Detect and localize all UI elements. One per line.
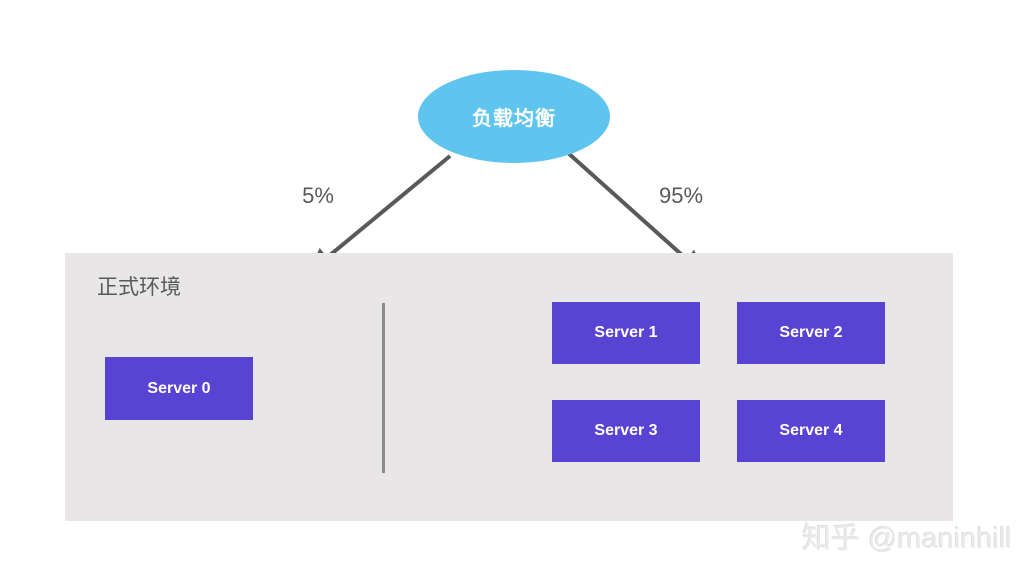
environment-title: 正式环境 [97, 276, 181, 299]
edge-label-95-percent: 95% [658, 183, 704, 208]
server-2-label: Server 2 [779, 324, 843, 341]
server-2-node: Server 2 [737, 302, 885, 364]
server-0-label: Server 0 [147, 379, 211, 397]
server-4-label: Server 4 [779, 422, 843, 439]
server-3-label: Server 3 [594, 422, 658, 439]
production-environment-container: 正式环境 Server 0 Server 1 Server 2 Server 3… [65, 253, 953, 521]
server-3-node: Server 3 [552, 400, 700, 462]
load-balancer-node: 负载均衡 [418, 70, 610, 163]
zhihu-watermark: 知乎 @maninhill [802, 523, 1012, 555]
edge-label-5-percent: 5% [302, 183, 334, 208]
server-4-node: Server 4 [737, 400, 885, 462]
server-0-node: Server 0 [105, 357, 253, 420]
load-balancer-label: 负载均衡 [472, 108, 556, 130]
server-1-node: Server 1 [552, 302, 700, 364]
server-1-label: Server 1 [594, 324, 658, 341]
environment-divider-line [382, 303, 385, 473]
